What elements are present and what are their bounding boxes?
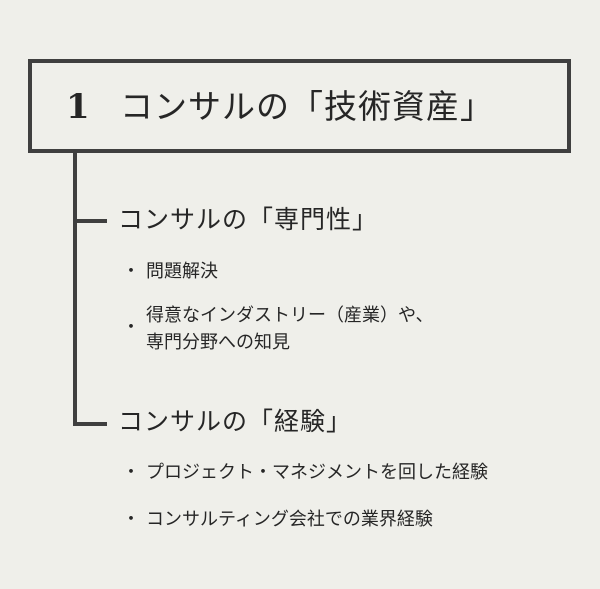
bullet-icon: ・	[122, 261, 140, 282]
bullet-icon: ・	[122, 509, 140, 530]
list-item: ・問題解決	[122, 258, 218, 285]
list-item: ・プロジェクト・マネジメントを回した経験	[122, 459, 488, 486]
list-item: ・得意なインダストリー（産業）や、専門分野への知見	[122, 302, 433, 356]
list-item-text-multiline: 得意なインダストリー（産業）や、専門分野への知見	[146, 302, 433, 356]
tree-trunk-line	[73, 153, 77, 426]
title-box: 1 コンサルの「技術資産」	[28, 59, 571, 153]
list-item-text-line1: 得意なインダストリー（産業）や、	[146, 305, 434, 326]
tree-branch-experience	[73, 422, 107, 426]
section-heading-expertise: コンサルの「専門性」	[118, 205, 379, 234]
title-text: コンサルの「技術資産」	[120, 87, 494, 126]
section-heading-experience: コンサルの「経験」	[118, 407, 353, 436]
tree-branch-expertise	[73, 219, 107, 223]
list-item-text: コンサルティング会社での業界経験	[146, 509, 433, 530]
list-item-text: プロジェクト・マネジメントを回した経験	[146, 462, 488, 483]
title-number: 1	[66, 87, 90, 127]
list-item-text-line2: 専門分野への知見	[146, 332, 290, 353]
bullet-icon: ・	[122, 462, 140, 483]
list-item: ・コンサルティング会社での業界経験	[122, 506, 433, 533]
bullet-icon: ・	[122, 317, 140, 338]
list-item-text: 問題解決	[146, 261, 218, 282]
